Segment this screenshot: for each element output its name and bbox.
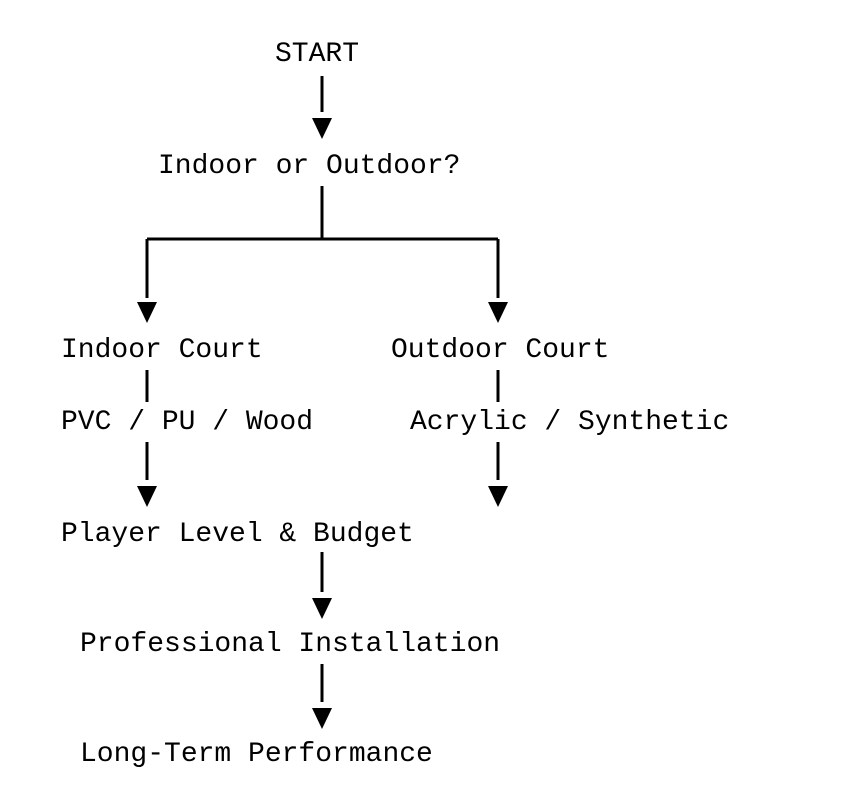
node-outdoor-court: Outdoor Court — [391, 335, 610, 366]
node-indoor-or-outdoor: Indoor or Outdoor? — [158, 151, 461, 182]
node-indoor-court: Indoor Court — [61, 335, 263, 366]
arrowhead-outdoor-down — [488, 486, 508, 507]
arrowhead-indoor-court — [137, 302, 157, 323]
node-indoor-materials: PVC / PU / Wood — [61, 407, 314, 438]
node-long-term-performance: Long-Term Performance — [80, 739, 433, 770]
arrowhead-performance — [312, 708, 332, 729]
arrowhead-installation — [312, 598, 332, 619]
node-outdoor-materials: Acrylic / Synthetic — [410, 407, 730, 438]
arrowhead-indoor-to-level — [137, 486, 157, 507]
node-player-level-budget: Player Level & Budget — [61, 519, 414, 550]
node-professional-installation: Professional Installation — [80, 629, 501, 660]
node-start: START — [275, 39, 360, 70]
arrowhead-question — [312, 118, 332, 139]
arrowhead-outdoor-court — [488, 302, 508, 323]
